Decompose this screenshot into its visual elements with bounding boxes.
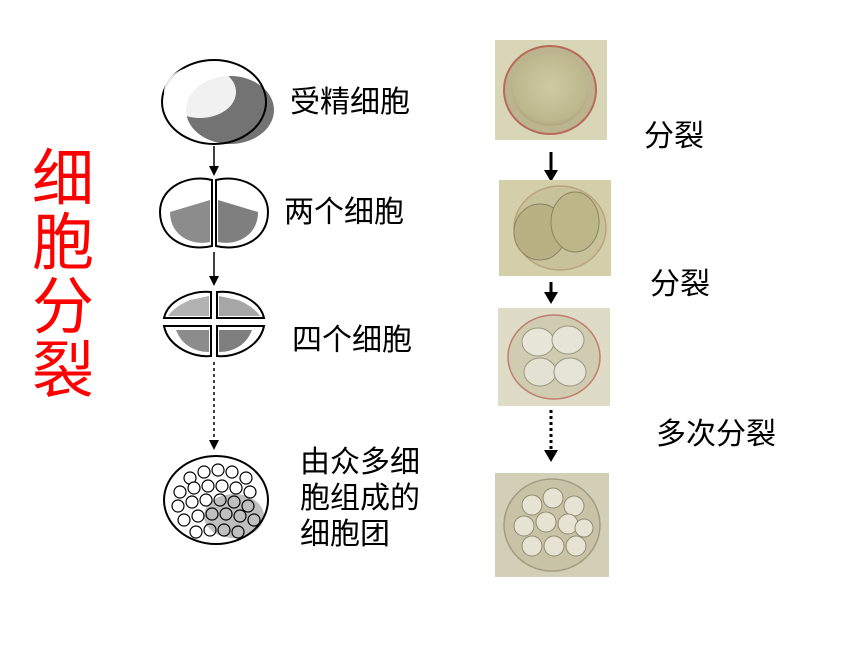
cell-mass-line-2: 胞组成的: [300, 481, 420, 516]
division-label-2: 分裂: [650, 267, 710, 302]
stage-label-two-cells: 两个细胞: [284, 195, 404, 230]
division-label-3: 多次分裂: [656, 417, 776, 452]
photo-zygote: [495, 40, 607, 140]
title-char-3: 分: [32, 270, 95, 343]
morula-drawing: [163, 455, 269, 545]
stage-label-cell-mass: 由众多细 胞组成的 细胞团: [300, 444, 420, 554]
arrow-photo-3-dotted: [544, 410, 558, 462]
title-char-2: 胞: [32, 206, 95, 279]
cell-mass-line-3: 细胞团: [300, 517, 390, 552]
zygote-drawing: [161, 59, 274, 145]
stage-label-zygote: 受精细胞: [290, 85, 410, 120]
title-char-1: 细: [32, 142, 95, 215]
photo-two-cell: [499, 180, 611, 276]
photo-four-cell: [498, 308, 610, 406]
arrow-photo-1: [544, 152, 558, 182]
photo-morula: [495, 473, 609, 577]
stage-label-four-cells: 四个细胞: [292, 323, 412, 358]
title-char-4: 裂: [32, 334, 95, 407]
two-cell-drawing: [158, 177, 270, 249]
four-cell-drawing: [162, 290, 266, 358]
arrow-2: [209, 252, 219, 286]
arrow-photo-2: [544, 282, 558, 304]
cell-mass-line-1: 由众多细: [300, 445, 420, 480]
arrow-3-dotted: [209, 362, 219, 450]
division-label-1: 分裂: [644, 119, 704, 154]
arrow-1: [209, 146, 219, 176]
